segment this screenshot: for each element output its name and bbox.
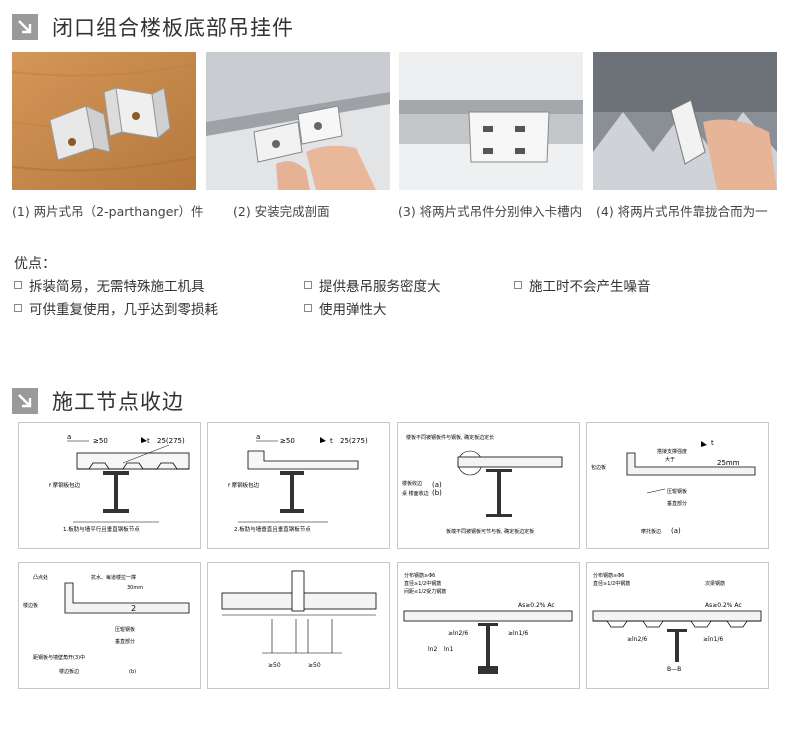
svg-text:As≥0.2% Ac: As≥0.2% Ac	[518, 602, 555, 609]
advantage-item: 施工时不会产生噪音	[514, 275, 651, 295]
svg-text:≥ln1/6: ≥ln1/6	[508, 630, 528, 637]
svg-text:≥50: ≥50	[268, 662, 281, 669]
svg-text:≥ln1/6: ≥ln1/6	[703, 636, 723, 643]
svg-text:a: a	[256, 433, 260, 441]
svg-text:直径≥1/2中钢筋: 直径≥1/2中钢筋	[593, 580, 630, 587]
bullet-square-icon	[14, 304, 22, 312]
svg-text:次梁钢筋: 次梁钢筋	[705, 580, 725, 587]
svg-text:桌 楼面收边: 桌 楼面收边	[402, 490, 429, 497]
svg-text:包边板: 包边板	[591, 464, 606, 471]
advantage-item: 提供悬吊服务密度大	[304, 275, 441, 295]
svg-text:楼板不同被钢板件与钢板, 确定板边定长: 楼板不同被钢板件与钢板, 确定板边定长	[406, 434, 494, 441]
svg-text:t: t	[330, 437, 333, 445]
svg-text:≥50: ≥50	[93, 437, 108, 445]
svg-text:楼板收边: 楼板收边	[402, 480, 422, 487]
advantages-title: 优点：	[14, 256, 56, 272]
svg-text:压辊钢板: 压辊钢板	[667, 488, 687, 495]
arrow-down-right-icon	[12, 14, 38, 40]
detail-drawing-2: a ≥50 t 25(275) f 摩钢板包边 2.板肋与墙垂直且垂直钢板节点	[207, 422, 390, 549]
svg-text:25mm: 25mm	[717, 459, 740, 467]
svg-text:分布钢筋≥Φ6: 分布钢筋≥Φ6	[404, 572, 435, 579]
photo-caption: (2) 安装完成剖面	[233, 204, 330, 219]
detail-drawing-4: t 搭接支撑强度 大于 25mm 包边板 压辊钢板 垂直部分 摩托板边 (a)	[586, 422, 769, 549]
svg-text:距钢板与墙壁角开(3)中: 距钢板与墙壁角开(3)中	[33, 654, 85, 661]
svg-text:f 摩钢板包边: f 摩钢板包边	[49, 481, 81, 489]
svg-text:凸点处: 凸点处	[33, 574, 48, 581]
section-title: 施工节点收边	[52, 390, 184, 414]
detail-drawing-3: 楼板不同被钢板件与钢板, 确定板边定长 (a) (b) 楼板收边 桌 楼面收边 …	[397, 422, 580, 549]
photo-combine-into-one	[593, 52, 777, 190]
svg-text:(a): (a)	[432, 481, 442, 489]
svg-text:(b): (b)	[129, 669, 136, 675]
detail-drawing-6: ≥50 ≥50	[207, 562, 390, 689]
section-header-hangers: 闭口组合楼板底部吊挂件	[12, 12, 294, 42]
svg-text:2.板肋与墙垂直且垂直钢板节点: 2.板肋与墙垂直且垂直钢板节点	[234, 525, 311, 533]
photo-caption: (3) 将两片式吊件分别伸入卡槽内	[398, 204, 583, 219]
svg-text:楼边板边: 楼边板边	[59, 668, 79, 675]
detail-drawing-1: a ≥50 t 25(275) f 摩钢板包边 1.板肋与墙平行且垂直钢板节点	[18, 422, 201, 549]
svg-text:摩托板边: 摩托板边	[641, 528, 661, 535]
arrow-down-right-icon	[12, 388, 38, 414]
photo-hanger-parts	[12, 52, 196, 190]
svg-text:间距≤1/2受力钢筋: 间距≤1/2受力钢筋	[404, 588, 446, 595]
svg-text:2: 2	[131, 604, 136, 613]
svg-text:f 摩钢板包边: f 摩钢板包边	[228, 481, 260, 489]
advantage-item: 可供重复使用，几乎达到零损耗	[14, 298, 218, 318]
svg-text:抗水、每道楼拉一撑: 抗水、每道楼拉一撑	[91, 574, 136, 581]
svg-text:a: a	[67, 433, 71, 441]
svg-text:≥ln2/6: ≥ln2/6	[627, 636, 647, 643]
svg-text:25(275): 25(275)	[157, 437, 185, 445]
detail-drawing-8: 分布钢筋≥Φ6 直径≥1/2中钢筋 次梁钢筋 As≥0.2% Ac ≥ln2/6…	[586, 562, 769, 689]
section-header-details: 施工节点收边	[12, 386, 184, 416]
svg-text:(a): (a)	[671, 527, 681, 535]
svg-text:分布钢筋≥Φ6: 分布钢筋≥Φ6	[593, 572, 624, 579]
svg-text:1.板肋与墙平行且垂直钢板节点: 1.板肋与墙平行且垂直钢板节点	[63, 525, 140, 533]
svg-text:(b): (b)	[432, 489, 442, 497]
svg-text:B—B: B—B	[667, 666, 681, 673]
section-title: 闭口组合楼板底部吊挂件	[52, 16, 294, 40]
svg-text:大于: 大于	[665, 456, 675, 463]
photo-installed-section	[206, 52, 390, 190]
bullet-square-icon	[14, 281, 22, 289]
advantage-item: 使用弹性大	[304, 298, 387, 318]
detail-drawing-5: 凸点处 抗水、每道楼拉一撑 30mm 2 楼边板 压辊钢板 垂直部分 距钢板与墙…	[18, 562, 201, 689]
advantage-item: 拆装简易，无需特殊施工机具	[14, 275, 205, 295]
svg-text:t: t	[711, 439, 714, 447]
svg-text:30mm: 30mm	[127, 585, 143, 591]
svg-text:ln2: ln2	[428, 646, 437, 653]
svg-text:≥ln2/6: ≥ln2/6	[448, 630, 468, 637]
svg-text:楼边板: 楼边板	[23, 602, 38, 609]
detail-drawing-7: 分布钢筋≥Φ6 直径≥1/2中钢筋 间距≤1/2受力钢筋 As≥0.2% Ac …	[397, 562, 580, 689]
svg-text:ln1: ln1	[444, 646, 453, 653]
photo-insert-into-slot	[399, 52, 583, 190]
bullet-square-icon	[514, 281, 522, 289]
bullet-square-icon	[304, 281, 312, 289]
svg-text:板端不同被钢板可节与板, 确定板边定板: 板端不同被钢板可节与板, 确定板边定板	[446, 528, 534, 535]
svg-text:25(275): 25(275)	[340, 437, 368, 445]
photo-caption: (4) 将两片式吊件靠拢合而为一	[596, 204, 768, 219]
svg-text:垂直部分: 垂直部分	[115, 638, 135, 645]
svg-text:t: t	[147, 437, 150, 445]
svg-text:≥50: ≥50	[280, 437, 295, 445]
svg-text:≥50: ≥50	[308, 662, 321, 669]
svg-text:压辊钢板: 压辊钢板	[115, 626, 135, 633]
svg-text:垂直部分: 垂直部分	[667, 500, 687, 507]
photo-caption: (1) 两片式吊（2-parthanger）件	[12, 204, 204, 219]
svg-text:直径≥1/2中钢筋: 直径≥1/2中钢筋	[404, 580, 441, 587]
bullet-square-icon	[304, 304, 312, 312]
svg-text:As≥0.2% Ac: As≥0.2% Ac	[705, 602, 742, 609]
svg-text:搭接支撑强度: 搭接支撑强度	[657, 448, 687, 455]
